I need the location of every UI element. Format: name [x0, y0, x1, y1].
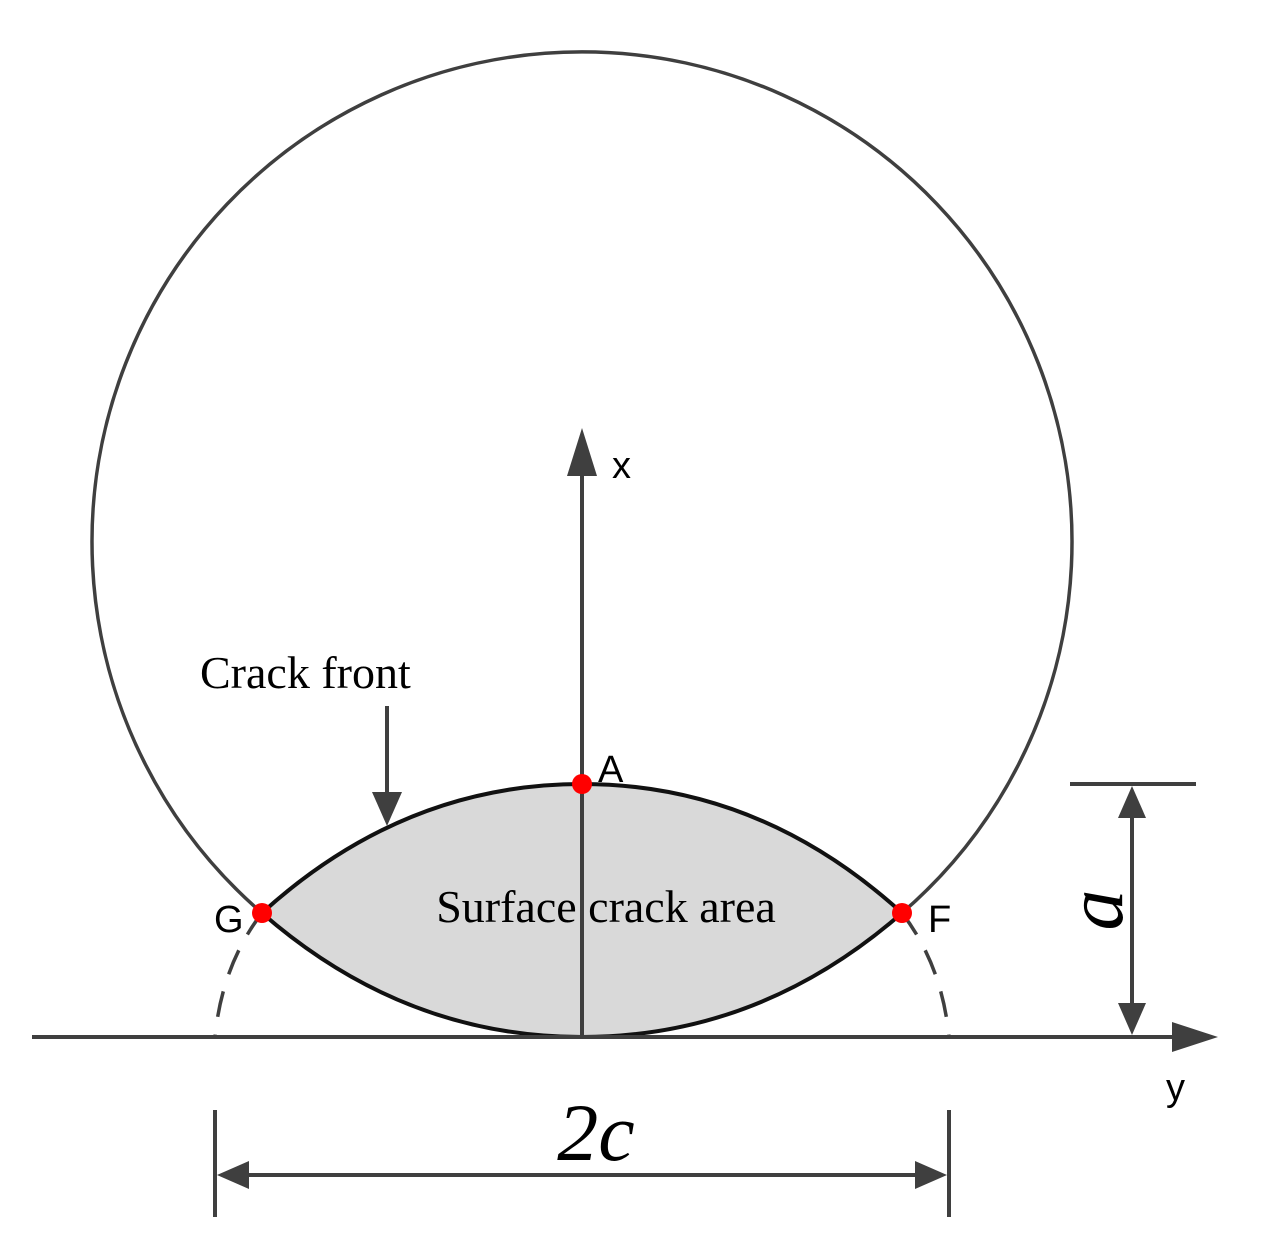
depth-dimension-arrow-up [1118, 786, 1146, 818]
width-dimension-arrow-left [217, 1161, 249, 1189]
point-f-label: F [928, 899, 951, 941]
x-axis-label: x [612, 445, 631, 487]
point-g-marker [252, 903, 272, 923]
point-a-marker [572, 774, 592, 794]
crack-front-arrowhead [372, 792, 402, 826]
width-dimension-arrow-right [915, 1161, 947, 1189]
circle-dashed-right [900, 911, 951, 1038]
width-symbol: 2c [557, 1087, 634, 1178]
point-g-label: G [214, 899, 244, 941]
circle-dashed-left [213, 911, 264, 1038]
x-axis-arrowhead [567, 428, 597, 476]
y-axis-arrowhead [1172, 1022, 1218, 1052]
point-a-label: A [598, 749, 624, 791]
point-f-marker [892, 903, 912, 923]
depth-dimension-arrow-down [1118, 1003, 1146, 1035]
surface-crack-area-label: Surface crack area [436, 881, 776, 932]
outer-circle [90, 50, 1074, 915]
crack-front-label: Crack front [200, 647, 411, 698]
depth-symbol: a [1049, 890, 1140, 931]
y-axis-label: y [1166, 1067, 1185, 1109]
